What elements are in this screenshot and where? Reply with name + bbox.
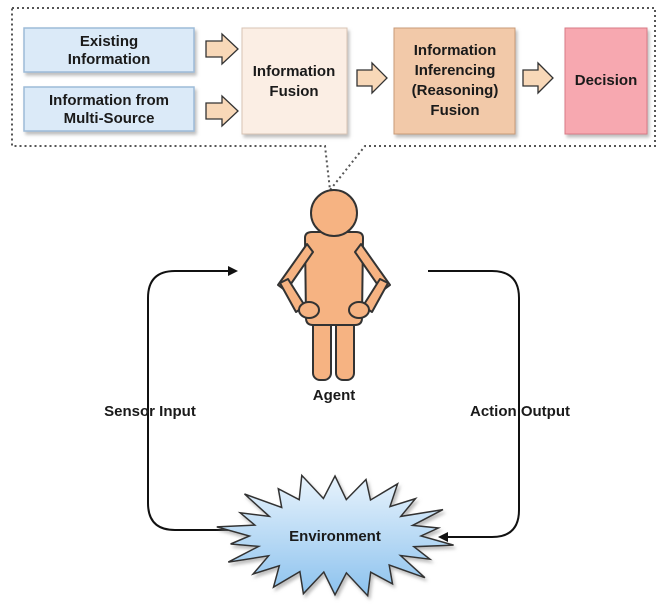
inferencing-line-2: Inferencing [415, 62, 496, 79]
decision-label: Decision [575, 72, 638, 89]
environment-label: Environment [289, 528, 381, 545]
inferencing-line-3: (Reasoning) [412, 82, 499, 99]
block-arrow-icon [205, 94, 239, 128]
decision-box: Decision [564, 27, 648, 135]
existing-information-line-1: Existing [80, 33, 138, 50]
multi-source-line-2: Multi-Source [64, 110, 155, 127]
agent-label: Agent [313, 387, 356, 404]
inferencing-line-1: Information [414, 42, 497, 59]
block-arrow-icon [205, 32, 239, 66]
fusion-line-2: Fusion [269, 83, 318, 100]
multi-source-box: Information from Multi-Source [23, 86, 195, 132]
block-arrow-icon [356, 61, 388, 95]
pipeline-panel [11, 7, 656, 193]
information-fusion-box: Information Fusion [241, 27, 348, 135]
existing-information-box: Existing Information [23, 27, 195, 73]
sensor-input-label: Sensor Input [104, 403, 196, 420]
multi-source-line-1: Information from [49, 92, 169, 109]
inferencing-line-4: Fusion [430, 102, 479, 119]
starburst-cloud-icon [216, 473, 454, 598]
action-output-loop [428, 270, 520, 542]
sensor-input-loop [147, 266, 240, 531]
information-inferencing-box: Information Inferencing (Reasoning) Fusi… [393, 27, 516, 135]
block-arrow-icon [522, 61, 554, 95]
person-figure-icon [277, 189, 391, 381]
existing-information-line-2: Information [68, 51, 151, 68]
fusion-line-1: Information [253, 63, 336, 80]
action-output-label: Action Output [470, 403, 570, 420]
